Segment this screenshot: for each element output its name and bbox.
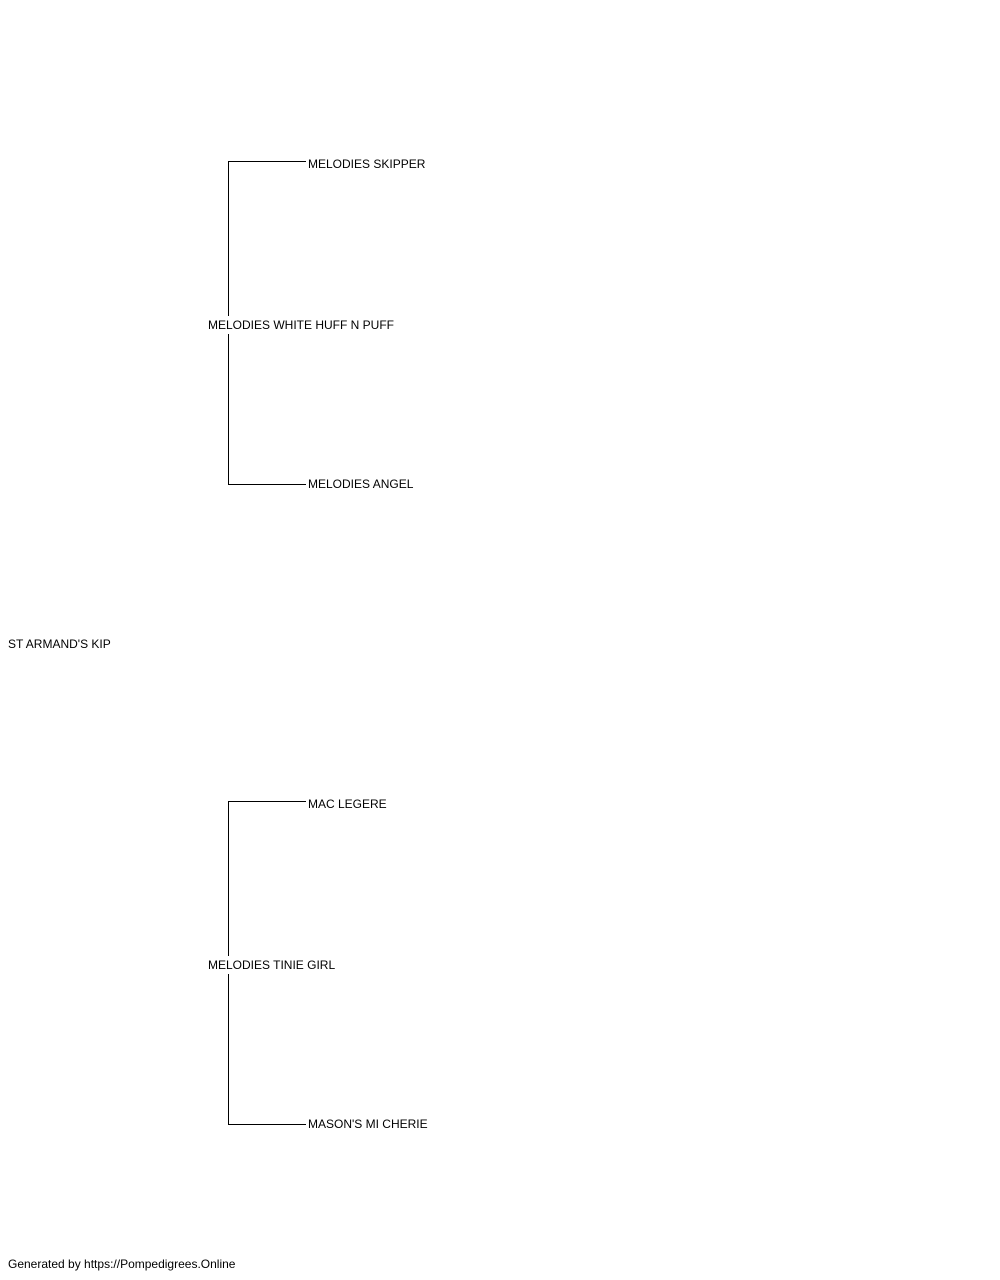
subject-name: ST ARMAND'S KIP (8, 637, 111, 651)
dam-dam-connector-line (228, 1124, 306, 1125)
paternal-grandsire-name: MELODIES SKIPPER (308, 157, 426, 171)
dam-name: MELODIES TINIE GIRL (208, 956, 336, 974)
sire-name: MELODIES WHITE HUFF N PUFF (208, 316, 394, 334)
dam-sire-connector-line (228, 801, 306, 802)
maternal-granddam-name: MASON'S MI CHERIE (308, 1117, 428, 1131)
sire-sire-connector-line (228, 161, 306, 162)
maternal-grandsire-name: MAC LEGERE (308, 797, 387, 811)
generated-by-footer: Generated by https://Pompedigrees.Online (8, 1257, 236, 1271)
sire-dam-connector-line (228, 484, 306, 485)
paternal-granddam-name: MELODIES ANGEL (308, 477, 414, 491)
